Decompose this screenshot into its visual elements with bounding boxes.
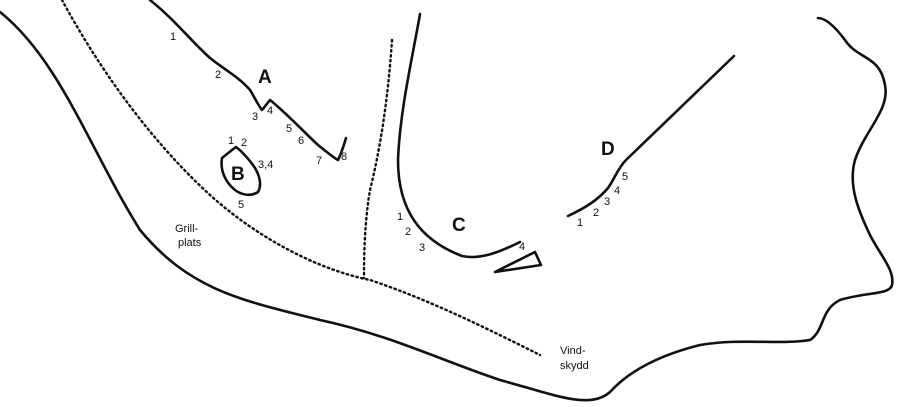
cliff-c <box>396 12 522 259</box>
route-number: 5 <box>286 123 292 135</box>
boulder-b <box>220 145 262 197</box>
route-number: 5 <box>622 171 628 183</box>
route-number: 8 <box>341 151 347 163</box>
area-d-label: D <box>601 139 615 160</box>
grill-label-line2: plats <box>178 237 202 249</box>
route-number: 1 <box>577 217 583 229</box>
route-number: 5 <box>238 199 244 211</box>
shoreline-outline <box>0 10 894 402</box>
shelter-label-line1: Vind- <box>560 345 586 357</box>
route-number: 1 <box>170 31 176 43</box>
area-c-label: C <box>452 215 466 236</box>
route-number: 4 <box>519 241 525 253</box>
grill-label-line1: Grill- <box>175 223 199 235</box>
route-number: 2 <box>593 207 599 219</box>
cliff-d <box>566 54 736 218</box>
route-number: 1 <box>228 135 234 147</box>
area-a-label: A <box>258 67 272 88</box>
route-number: 3 <box>419 242 425 254</box>
boulder-c <box>493 250 543 274</box>
route-number: 7 <box>316 155 322 167</box>
shelter-label-line2: skydd <box>560 360 589 372</box>
route-number: 3 <box>252 111 258 123</box>
route-number: 2 <box>241 137 247 149</box>
route-number: 4 <box>267 105 273 117</box>
route-number: 6 <box>298 135 304 147</box>
trail-main <box>60 0 542 357</box>
route-number: 3 <box>604 196 610 208</box>
route-number: 4 <box>614 185 620 197</box>
route-number: 1 <box>397 211 403 223</box>
cliff-a <box>148 0 348 162</box>
area-b-label: B <box>231 164 245 185</box>
route-number: 2 <box>215 69 221 81</box>
trail-branch <box>362 38 394 280</box>
route-number: 3,4 <box>258 159 273 171</box>
route-number: 2 <box>405 226 411 238</box>
